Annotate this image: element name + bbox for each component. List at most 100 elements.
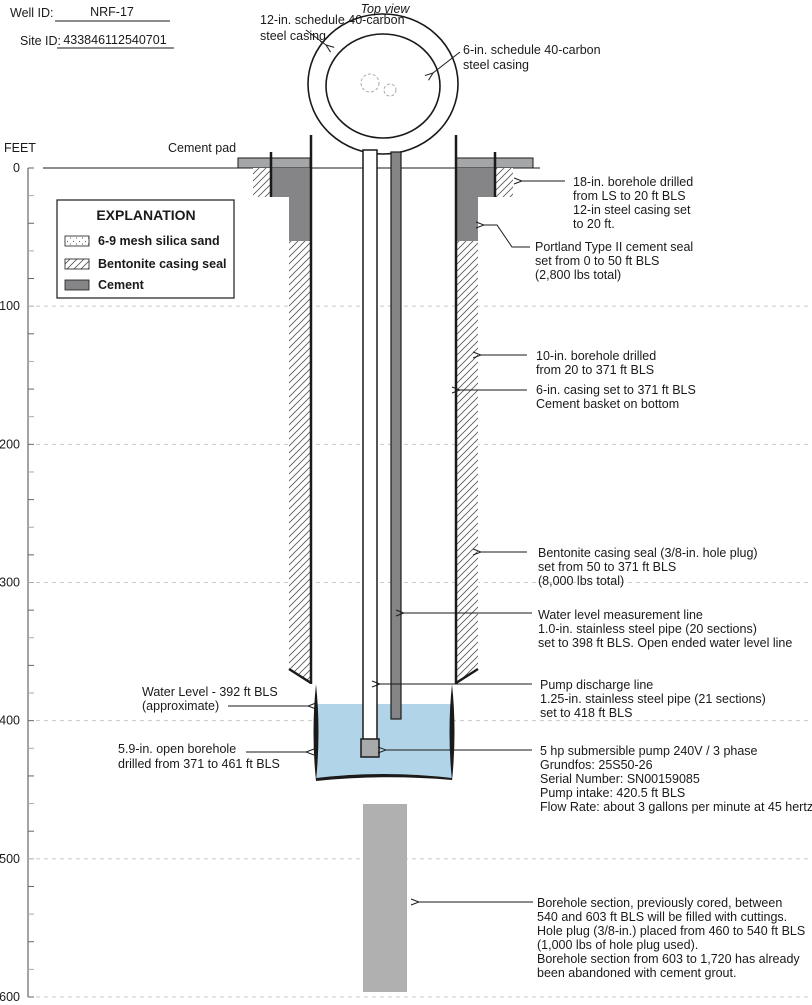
annotation-arrow — [484, 225, 530, 248]
annotation-plugged-section: Borehole section, previously cored, betw… — [419, 896, 805, 980]
outer-casing-circle — [307, 13, 459, 155]
well-id-value: NRF-17 — [90, 5, 134, 19]
outer-borehole-hatch-left — [253, 168, 271, 197]
discharge-line-circle — [360, 73, 380, 93]
top-view: Top view 12-in. schedule 40-carbon steel… — [260, 2, 601, 155]
annotation-line: (approximate) — [142, 699, 219, 713]
annotation-borehole-10in: 10-in. borehole drilled from 20 to 371 f… — [481, 349, 656, 377]
annotation-open-borehole: 5.9-in. open borehole drilled from 371 t… — [118, 742, 306, 771]
legend-label-cement: Cement — [98, 278, 145, 292]
annotation-pump-discharge: Pump discharge line 1.25-in. stainless s… — [380, 678, 766, 720]
annotation-line: from 20 to 371 ft BLS — [536, 363, 654, 377]
annotation-line: Pump discharge line — [540, 678, 653, 692]
outer-borehole-hatch-right — [495, 168, 513, 197]
annotation-water-level: Water Level - 392 ft BLS (approximate) — [142, 685, 308, 713]
annotation-line: 5.9-in. open borehole — [118, 742, 236, 756]
annotation-line: Water Level - 392 ft BLS — [142, 685, 278, 699]
legend: EXPLANATION 6-9 mesh silica sand Bentoni… — [56, 199, 235, 299]
outer-casing-arrow — [305, 29, 326, 45]
annotation-line: Flow Rate: about 3 gallons per minute at… — [540, 800, 812, 814]
cement-outer-left — [271, 168, 311, 197]
inner-casing-label-2: steel casing — [463, 58, 529, 72]
inner-casing-arrow — [433, 51, 461, 73]
annotation-line: 10-in. borehole drilled — [536, 349, 656, 363]
legend-title: EXPLANATION — [96, 207, 195, 223]
annotation-line: Borehole section, previously cored, betw… — [537, 896, 782, 910]
cement-basket-left — [288, 667, 312, 685]
annotation-line: 540 and 603 ft BLS will be filled with c… — [537, 910, 787, 924]
annotation-line: from LS to 20 ft BLS — [573, 189, 686, 203]
outer-casing-label-2: steel casing — [260, 29, 326, 43]
bentonite-seal-left — [289, 241, 311, 669]
axis-tick-label: 100 — [0, 299, 20, 313]
annotation-line: Grundfos: 25S50-26 — [540, 758, 653, 772]
legend-label-bentonite: Bentonite casing seal — [98, 257, 227, 271]
annotation-line: (1,000 lbs of hole plug used). — [537, 938, 698, 952]
annotation-line: Serial Number: SN00159085 — [540, 772, 700, 786]
legend-swatch-bentonite — [64, 258, 90, 270]
outer-casing-label-1: 12-in. schedule 40-carbon — [260, 13, 405, 27]
annotation-bentonite-seal: Bentonite casing seal (3/8-in. hole plug… — [481, 546, 758, 588]
annotation-line: set from 50 to 371 ft BLS — [538, 560, 676, 574]
water-level-measurement-pipe — [390, 151, 402, 720]
annotation-line: drilled from 371 to 461 ft BLS — [118, 757, 280, 771]
annotation-line: Borehole section from 603 to 1,720 has a… — [537, 952, 800, 966]
annotation-line: (2,800 lbs total) — [535, 268, 621, 282]
annotation-line: Cement basket on bottom — [536, 397, 679, 411]
right-annulus — [454, 135, 534, 685]
annotation-line: (8,000 lbs total) — [538, 574, 624, 588]
cement-pad-left — [237, 157, 311, 169]
depth-axis: FEET 0 100 200 300 400 500 600 — [0, 141, 812, 1004]
cement-inner-right — [456, 197, 478, 241]
axis-tick-label: 200 — [0, 437, 20, 451]
top-view-title: Top view — [361, 2, 411, 16]
legend-swatch-cement — [64, 279, 90, 291]
annotation-line: Hole plug (3/8-in.) placed from 460 to 5… — [537, 924, 805, 938]
well-id-block: Well ID: NRF-17 Site ID: 433846112540701 — [10, 5, 174, 49]
annotation-line: 5 hp submersible pump 240V / 3 phase — [540, 744, 758, 758]
annotation-cement-seal: Portland Type II cement seal set from 0 … — [484, 225, 693, 282]
cement-pad-label: Cement pad — [168, 141, 236, 155]
annotation-pump: 5 hp submersible pump 240V / 3 phase Gru… — [386, 744, 812, 814]
water-line-circle — [383, 83, 397, 97]
annotation-line: set to 398 ft BLS. Open ended water leve… — [538, 636, 792, 650]
well-id-label: Well ID: — [10, 6, 54, 20]
axis-tick-label: 0 — [13, 161, 20, 175]
borehole-bottom — [316, 774, 452, 781]
inner-casing-circle — [325, 33, 441, 139]
cement-inner-left — [289, 197, 311, 241]
annotation-line: Portland Type II cement seal — [535, 240, 693, 254]
cement-outer-right — [456, 168, 495, 197]
axis-tick-label: 500 — [0, 852, 20, 866]
annotation-casing-6in: 6-in. casing set to 371 ft BLS Cement ba… — [460, 383, 696, 411]
open-borehole-wall-right — [449, 684, 455, 781]
annotation-line: set to 418 ft BLS — [540, 706, 632, 720]
axis-unit-label: FEET — [4, 141, 36, 155]
axis-tick-label: 600 — [0, 990, 20, 1004]
annotation-outer-borehole: 18-in. borehole drilled from LS to 20 ft… — [522, 175, 693, 231]
bentonite-seal-right — [456, 241, 478, 669]
axis-tick-label: 300 — [0, 576, 20, 590]
annotation-line: 6-in. casing set to 371 ft BLS — [536, 383, 696, 397]
inner-casing-label-1: 6-in. schedule 40-carbon — [463, 43, 601, 57]
water-column — [316, 704, 452, 778]
legend-swatch-silica-sand — [64, 235, 90, 247]
annotation-water-level-line: Water level measurement line 1.0-in. sta… — [404, 608, 792, 650]
annotation-line: Water level measurement line — [538, 608, 703, 622]
axis-tick-label: 400 — [0, 714, 20, 728]
cement-basket-right — [455, 667, 479, 685]
annotation-line: 12-in steel casing set — [573, 203, 691, 217]
submersible-pump — [360, 738, 380, 758]
annotation-line: Bentonite casing seal (3/8-in. hole plug… — [538, 546, 758, 560]
annotation-line: 18-in. borehole drilled — [573, 175, 693, 189]
annotation-line: 1.25-in. stainless steel pipe (21 sectio… — [540, 692, 766, 706]
annotation-line: Pump intake: 420.5 ft BLS — [540, 786, 685, 800]
annotation-line: 1.0-in. stainless steel pipe (20 section… — [538, 622, 757, 636]
annotation-line: been abandoned with cement grout. — [537, 966, 736, 980]
annotation-line: set from 0 to 50 ft BLS — [535, 254, 659, 268]
plugged-borehole-section — [363, 804, 407, 992]
site-id-value: 433846112540701 — [63, 33, 166, 47]
pump-discharge-pipe — [362, 149, 378, 741]
site-id-label: Site ID: — [20, 34, 61, 48]
